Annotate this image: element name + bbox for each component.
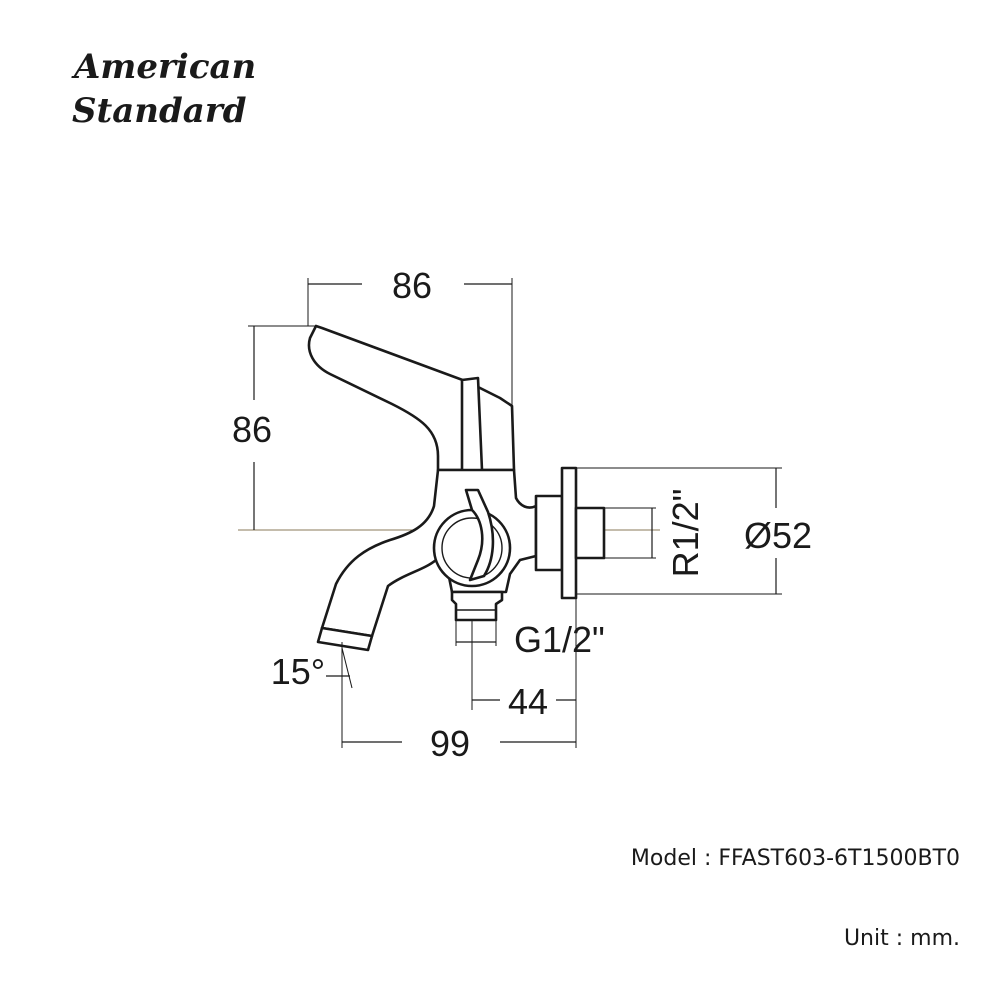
dim-top-width-label: 86 [392,265,432,306]
model-line: Model : FFAST603-6T1500BT0 [631,846,960,871]
lever-handle [307,324,516,472]
faucet-body [307,324,606,652]
unit-separator: : [888,926,911,951]
model-separator: : [696,846,719,871]
dim-inlet-thread: R1/2" [604,489,706,578]
dim-spout-angle-label: 15° [271,651,325,692]
dim-inlet-thread-label: R1/2" [665,489,706,578]
model-number: FFAST603-6T1500BT0 [718,846,960,871]
unit-value: mm. [910,926,960,951]
dim-handle-height: 86 [232,325,316,530]
dim-outlet-offset-label: 44 [508,681,548,722]
dim-outlet-thread-label: G1/2" [514,619,605,660]
spout-tip [316,626,374,652]
dim-flange-diameter: Ø52 [576,467,812,595]
outlet-nipple [450,590,504,622]
inlet-connector [534,494,564,572]
dim-top-width: 86 [307,265,513,406]
unit-label: Unit [843,926,889,951]
model-label: Model [630,846,697,871]
wall-flange [560,466,578,600]
stem-inner [464,488,495,582]
dim-handle-height-label: 86 [232,409,272,450]
dim-outlet-offset: 44 [471,598,577,748]
dim-total-length-label: 99 [430,723,470,764]
brand-line-2: Standard [72,91,247,131]
dim-total-length: 99 [342,723,576,764]
dim-flange-diameter-label: Ø52 [744,515,812,556]
brand-line-1: American [71,47,256,87]
inlet-thread [574,506,606,560]
brand-logo: American Standard [71,47,256,131]
dim-spout-angle: 15° [271,642,353,748]
dim-outlet-thread: G1/2" [455,619,605,660]
unit-line: Unit : mm. [844,926,960,951]
